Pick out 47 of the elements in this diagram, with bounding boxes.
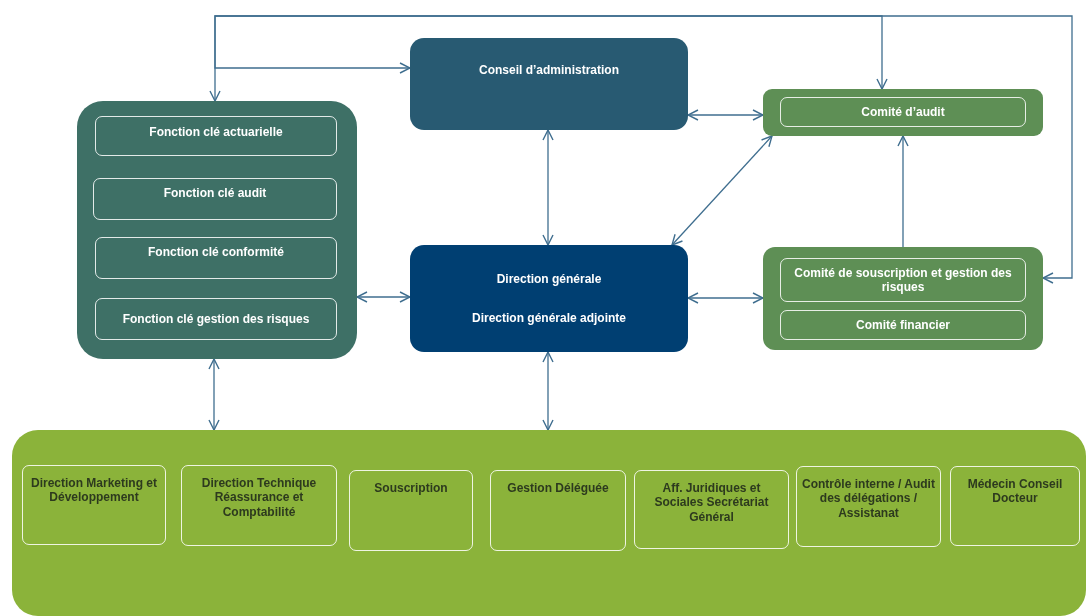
- committee-box: [780, 258, 1026, 302]
- node-label: Contrôle interne / Audit des délégations / Assistanat: [801, 477, 936, 521]
- group-panel: [763, 247, 1043, 350]
- function-box: [95, 237, 337, 279]
- department-box: [22, 465, 166, 545]
- department-box: [796, 466, 941, 547]
- committee-box: [780, 310, 1026, 340]
- node-label: Fonction clé audit: [162, 185, 268, 201]
- node-label: Direction générale adjointe: [470, 310, 627, 325]
- committee-box: [780, 97, 1026, 127]
- arrow: [356, 291, 411, 303]
- department-box: [634, 470, 789, 549]
- node-label: Gestion Déléguée: [506, 481, 610, 496]
- group-panel: [763, 89, 1043, 136]
- node-label: Direction Marketing et Développement: [30, 476, 158, 505]
- node-label: Conseil d’administration: [478, 62, 620, 78]
- arrow: [542, 351, 554, 431]
- function-box: [95, 116, 337, 156]
- node-label: Aff. Juridiques et Sociales Secrétariat Général: [653, 481, 770, 525]
- department-box: [349, 470, 473, 551]
- department-band: [12, 430, 1086, 616]
- department-box: [950, 466, 1080, 546]
- arrow: [547, 15, 1073, 284]
- board-box: [410, 38, 688, 130]
- node-label: Médecin Conseil Docteur: [966, 477, 1064, 506]
- node-label: Direction Technique Réassurance et Comptabilité: [200, 476, 318, 520]
- node-label: Comité d’audit: [860, 104, 946, 120]
- group-panel: [77, 101, 357, 359]
- arrow: [687, 292, 764, 304]
- arrow: [214, 15, 549, 74]
- department-box: [181, 465, 337, 546]
- department-box: [490, 470, 626, 551]
- arrow: [208, 358, 220, 431]
- function-box: [93, 178, 337, 220]
- node-label: Comité financier: [855, 317, 951, 333]
- arrow: [687, 109, 764, 121]
- node-label: Fonction clé conformité: [147, 244, 285, 260]
- node-label: Fonction clé gestion des risques: [121, 311, 311, 327]
- arrow: [897, 135, 909, 248]
- executive-box: [410, 245, 688, 352]
- node-label: Direction générale: [495, 272, 603, 287]
- arrow: [671, 135, 773, 246]
- arrow: [542, 129, 554, 246]
- node-label: Fonction clé actuarielle: [148, 124, 284, 140]
- node-label: Souscription: [373, 481, 449, 496]
- function-box: [95, 298, 337, 340]
- node-label: Comité de souscription et gestion des risques: [793, 265, 1013, 295]
